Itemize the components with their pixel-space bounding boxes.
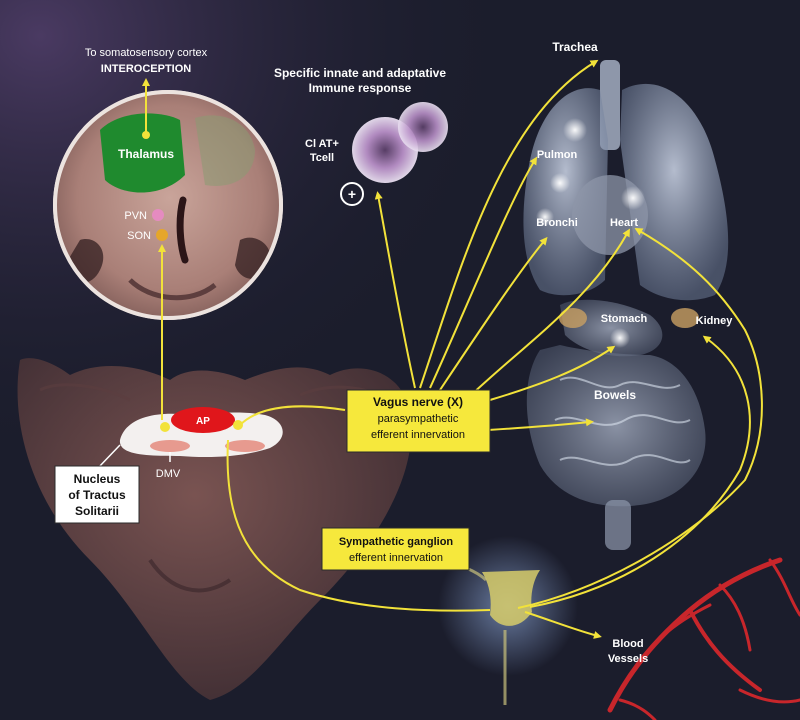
vagus-title: Vagus nerve (X) xyxy=(373,395,463,409)
trachea-label: Trachea xyxy=(552,40,598,54)
heart-label: Heart xyxy=(610,217,638,229)
tcell-label-1: Cl AT+ xyxy=(305,138,339,150)
path-vagus-to-pulmon xyxy=(429,156,538,389)
immune-label-1: Specific innate and adaptative xyxy=(274,66,446,80)
bowels-label: Bowels xyxy=(594,388,636,402)
blood-label-2: Vessels xyxy=(608,653,648,665)
path-nts-to-ganglion xyxy=(226,439,491,612)
path-vagus-to-bowels xyxy=(487,418,594,431)
path-vagus-to-stomach xyxy=(489,345,616,401)
right-lung xyxy=(620,83,729,301)
nts-dot-left xyxy=(160,422,170,432)
plus-sign: + xyxy=(348,186,356,202)
bronchi-label: Bronchi xyxy=(536,217,578,229)
organs xyxy=(523,60,729,550)
nts-line-3: Solitarii xyxy=(75,504,119,518)
nts-box: Nucleus of Tractus Solitarii xyxy=(54,444,140,524)
nts-dot-right xyxy=(233,420,243,430)
sympathetic-subtitle: efferent innervation xyxy=(349,552,443,564)
thalamus-region xyxy=(100,113,185,193)
sympathetic-box: Sympathetic ganglion efferent innervatio… xyxy=(321,527,470,571)
path-ganglion-to-kidney xyxy=(529,335,751,608)
vagus-nerve-box: Vagus nerve (X) parasympathetic efferent… xyxy=(346,389,491,453)
nts-line-1: Nucleus xyxy=(74,472,121,486)
hypothalamus-zoom: PVN SON Thalamus xyxy=(53,90,283,320)
ap-region xyxy=(171,407,235,433)
son-dot xyxy=(156,229,168,241)
nts-line-2: of Tractus xyxy=(68,488,126,502)
pvn-label: PVN xyxy=(124,210,147,222)
dmv-region xyxy=(150,440,190,452)
nerve-pathways xyxy=(142,59,763,639)
vagus-subtitle-1: parasympathetic xyxy=(378,413,459,425)
kidney-left xyxy=(559,308,587,328)
vagus-subtitle-2: efferent innervation xyxy=(371,429,465,441)
thalamus-right xyxy=(195,115,255,186)
blood-vessels xyxy=(607,557,800,720)
intestines-shape xyxy=(526,345,706,507)
immune-label-2: Immune response xyxy=(309,81,412,95)
interoception-label: INTEROCEPTION xyxy=(101,63,192,75)
ap-label: AP xyxy=(196,416,210,427)
blood-label-1: Blood xyxy=(612,638,643,650)
pvn-dot xyxy=(152,209,164,221)
plus-circle xyxy=(340,182,364,206)
pulmon-label: Pulmon xyxy=(537,149,578,161)
path-vagus-to-bronchi xyxy=(439,236,548,391)
tcell-label-2: Tcell xyxy=(310,152,334,164)
path-ganglion-to-heart xyxy=(517,228,763,609)
path-nts-to-vagus xyxy=(239,405,346,426)
path-vagus-to-heart xyxy=(469,228,630,397)
path-vagus-to-immune xyxy=(374,191,416,389)
kidney-right xyxy=(671,308,699,328)
stomach-label: Stomach xyxy=(601,313,648,325)
path-ganglion-to-vessels xyxy=(524,611,602,639)
path-vagus-to-trachea xyxy=(419,59,599,389)
rectum-shape xyxy=(605,500,631,550)
dmv-label: DMV xyxy=(156,468,181,480)
sympathetic-title: Sympathetic ganglion xyxy=(339,536,454,548)
thalamus-label: Thalamus xyxy=(118,147,174,161)
kidney-label: Kidney xyxy=(696,315,734,327)
immune-cells: + xyxy=(340,102,448,206)
cortex-label: To somatosensory cortex xyxy=(85,47,208,59)
son-label: SON xyxy=(127,230,151,242)
